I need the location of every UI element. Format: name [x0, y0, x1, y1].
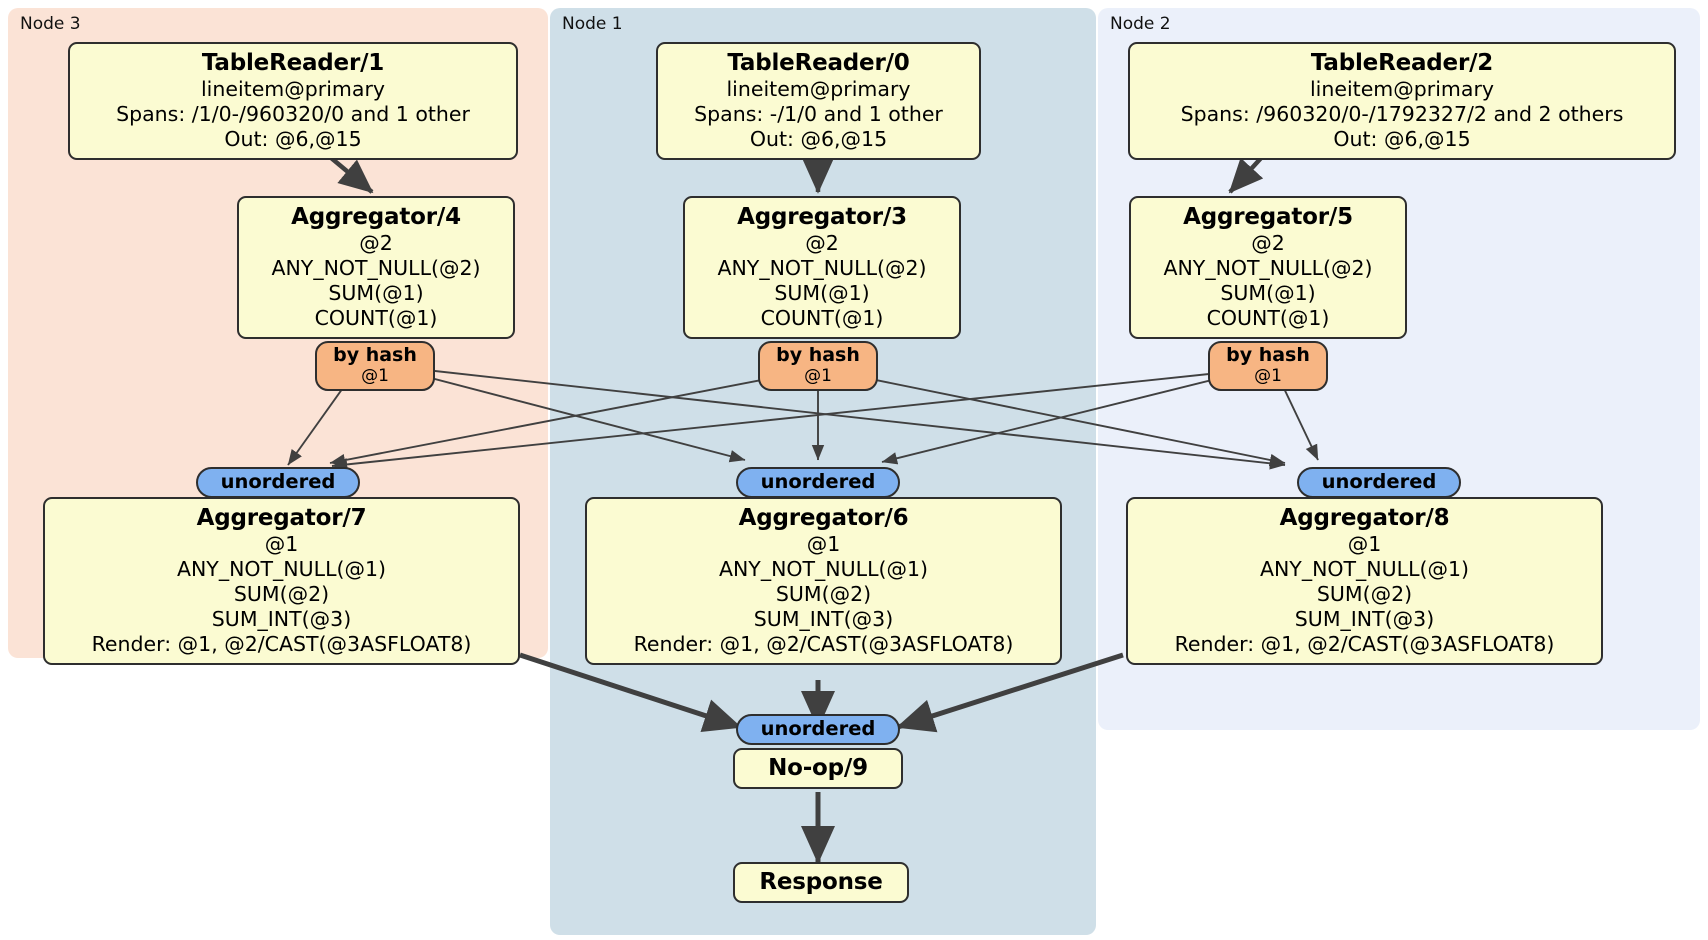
processor-title: Aggregator/8 [1279, 505, 1450, 531]
processor-line: COUNT(@1) [760, 306, 884, 331]
processor-line: SUM(@1) [774, 281, 870, 306]
router-label: by hash [1226, 344, 1310, 366]
processor-title: TableReader/2 [1310, 50, 1494, 76]
processor-line: SUM(@2) [775, 582, 872, 607]
processor-aggregator-6[interactable]: Aggregator/6 @1 ANY_NOT_NULL(@1) SUM(@2)… [585, 497, 1062, 666]
processor-line: COUNT(@1) [314, 306, 438, 331]
node-panel-label-node2: Node 2 [1110, 14, 1171, 34]
processor-line: SUM_INT(@3) [211, 607, 352, 632]
processor-aggregator-4[interactable]: Aggregator/4 @2 ANY_NOT_NULL(@2) SUM(@1)… [237, 196, 515, 340]
processor-table-reader-2[interactable]: TableReader/2 lineitem@primary Spans: /9… [1128, 42, 1676, 161]
router-by-hash-aggregator-5[interactable]: by hash @1 [1208, 341, 1328, 392]
processor-line: ANY_NOT_NULL(@2) [1163, 256, 1373, 281]
router-unordered-aggregator-6[interactable]: unordered [736, 467, 900, 499]
router-unordered-noop-9[interactable]: unordered [736, 714, 900, 746]
processor-line: SUM_INT(@3) [753, 607, 894, 632]
router-label: unordered [760, 470, 876, 493]
processor-line: SUM_INT(@3) [1294, 607, 1435, 632]
processor-title: Aggregator/3 [737, 204, 907, 230]
processor-response[interactable]: Response [733, 862, 909, 904]
processor-line: ANY_NOT_NULL(@1) [176, 557, 387, 582]
processor-line: Render: @1, @2/CAST(@3ASFLOAT8) [91, 632, 472, 657]
processor-line: @1 [806, 532, 841, 557]
router-sublabel: @1 [361, 365, 389, 386]
processor-line: Spans: /1/0-/960320/0 and 1 other [116, 102, 470, 127]
processor-line: ANY_NOT_NULL(@1) [718, 557, 929, 582]
processor-line: @2 [359, 231, 393, 256]
processor-title: Aggregator/5 [1183, 204, 1353, 230]
processor-aggregator-3[interactable]: Aggregator/3 @2 ANY_NOT_NULL(@2) SUM(@1)… [683, 196, 961, 340]
router-label: by hash [776, 344, 860, 366]
processor-title: Aggregator/4 [291, 204, 461, 230]
processor-line: Out: @6,@15 [749, 127, 888, 152]
processor-line: @2 [805, 231, 839, 256]
processor-aggregator-8[interactable]: Aggregator/8 @1 ANY_NOT_NULL(@1) SUM(@2)… [1126, 497, 1603, 666]
router-label: unordered [220, 470, 336, 493]
processor-line: Render: @1, @2/CAST(@3ASFLOAT8) [633, 632, 1014, 657]
processor-aggregator-5[interactable]: Aggregator/5 @2 ANY_NOT_NULL(@2) SUM(@1)… [1129, 196, 1407, 340]
router-label: unordered [760, 717, 876, 740]
processor-line: Spans: /960320/0-/1792327/2 and 2 others [1180, 102, 1624, 127]
processor-line: ANY_NOT_NULL(@1) [1259, 557, 1470, 582]
router-label: unordered [1321, 470, 1437, 493]
processor-title: Aggregator/6 [738, 505, 909, 531]
processor-title: Response [759, 869, 883, 895]
processor-line: SUM(@2) [1316, 582, 1413, 607]
processor-aggregator-7[interactable]: Aggregator/7 @1 ANY_NOT_NULL(@1) SUM(@2)… [43, 497, 520, 666]
processor-table-reader-0[interactable]: TableReader/0 lineitem@primary Spans: -/… [656, 42, 981, 161]
processor-line: SUM(@1) [1220, 281, 1316, 306]
processor-line: ANY_NOT_NULL(@2) [271, 256, 481, 281]
processor-line: SUM(@2) [233, 582, 330, 607]
processor-line: @1 [1347, 532, 1382, 557]
processor-line: lineitem@primary [726, 77, 911, 102]
processor-line: lineitem@primary [200, 77, 386, 102]
processor-line: ANY_NOT_NULL(@2) [717, 256, 927, 281]
processor-line: Out: @6,@15 [1333, 127, 1471, 152]
processor-title: TableReader/0 [727, 50, 910, 76]
router-sublabel: @1 [804, 365, 832, 386]
processor-line: @2 [1251, 231, 1285, 256]
node-panel-label-node1: Node 1 [562, 14, 623, 34]
processor-line: SUM(@1) [328, 281, 424, 306]
router-label: by hash [333, 344, 417, 366]
processor-table-reader-1[interactable]: TableReader/1 lineitem@primary Spans: /1… [68, 42, 518, 161]
processor-title: TableReader/1 [201, 50, 385, 76]
router-by-hash-aggregator-4[interactable]: by hash @1 [315, 341, 435, 392]
processor-title: Aggregator/7 [196, 505, 367, 531]
processor-line: Out: @6,@15 [224, 127, 362, 152]
router-sublabel: @1 [1254, 365, 1282, 386]
processor-line: @1 [264, 532, 299, 557]
processor-line: lineitem@primary [1309, 77, 1495, 102]
processor-line: Render: @1, @2/CAST(@3ASFLOAT8) [1174, 632, 1555, 657]
processor-title: No-op/9 [768, 755, 868, 781]
processor-line: Spans: -/1/0 and 1 other [694, 102, 943, 127]
router-by-hash-aggregator-3[interactable]: by hash @1 [758, 341, 878, 392]
router-unordered-aggregator-8[interactable]: unordered [1297, 467, 1461, 499]
processor-line: COUNT(@1) [1206, 306, 1330, 331]
router-unordered-aggregator-7[interactable]: unordered [196, 467, 360, 499]
processor-noop-9[interactable]: No-op/9 [733, 748, 903, 790]
node-panel-label-node3: Node 3 [20, 14, 81, 34]
